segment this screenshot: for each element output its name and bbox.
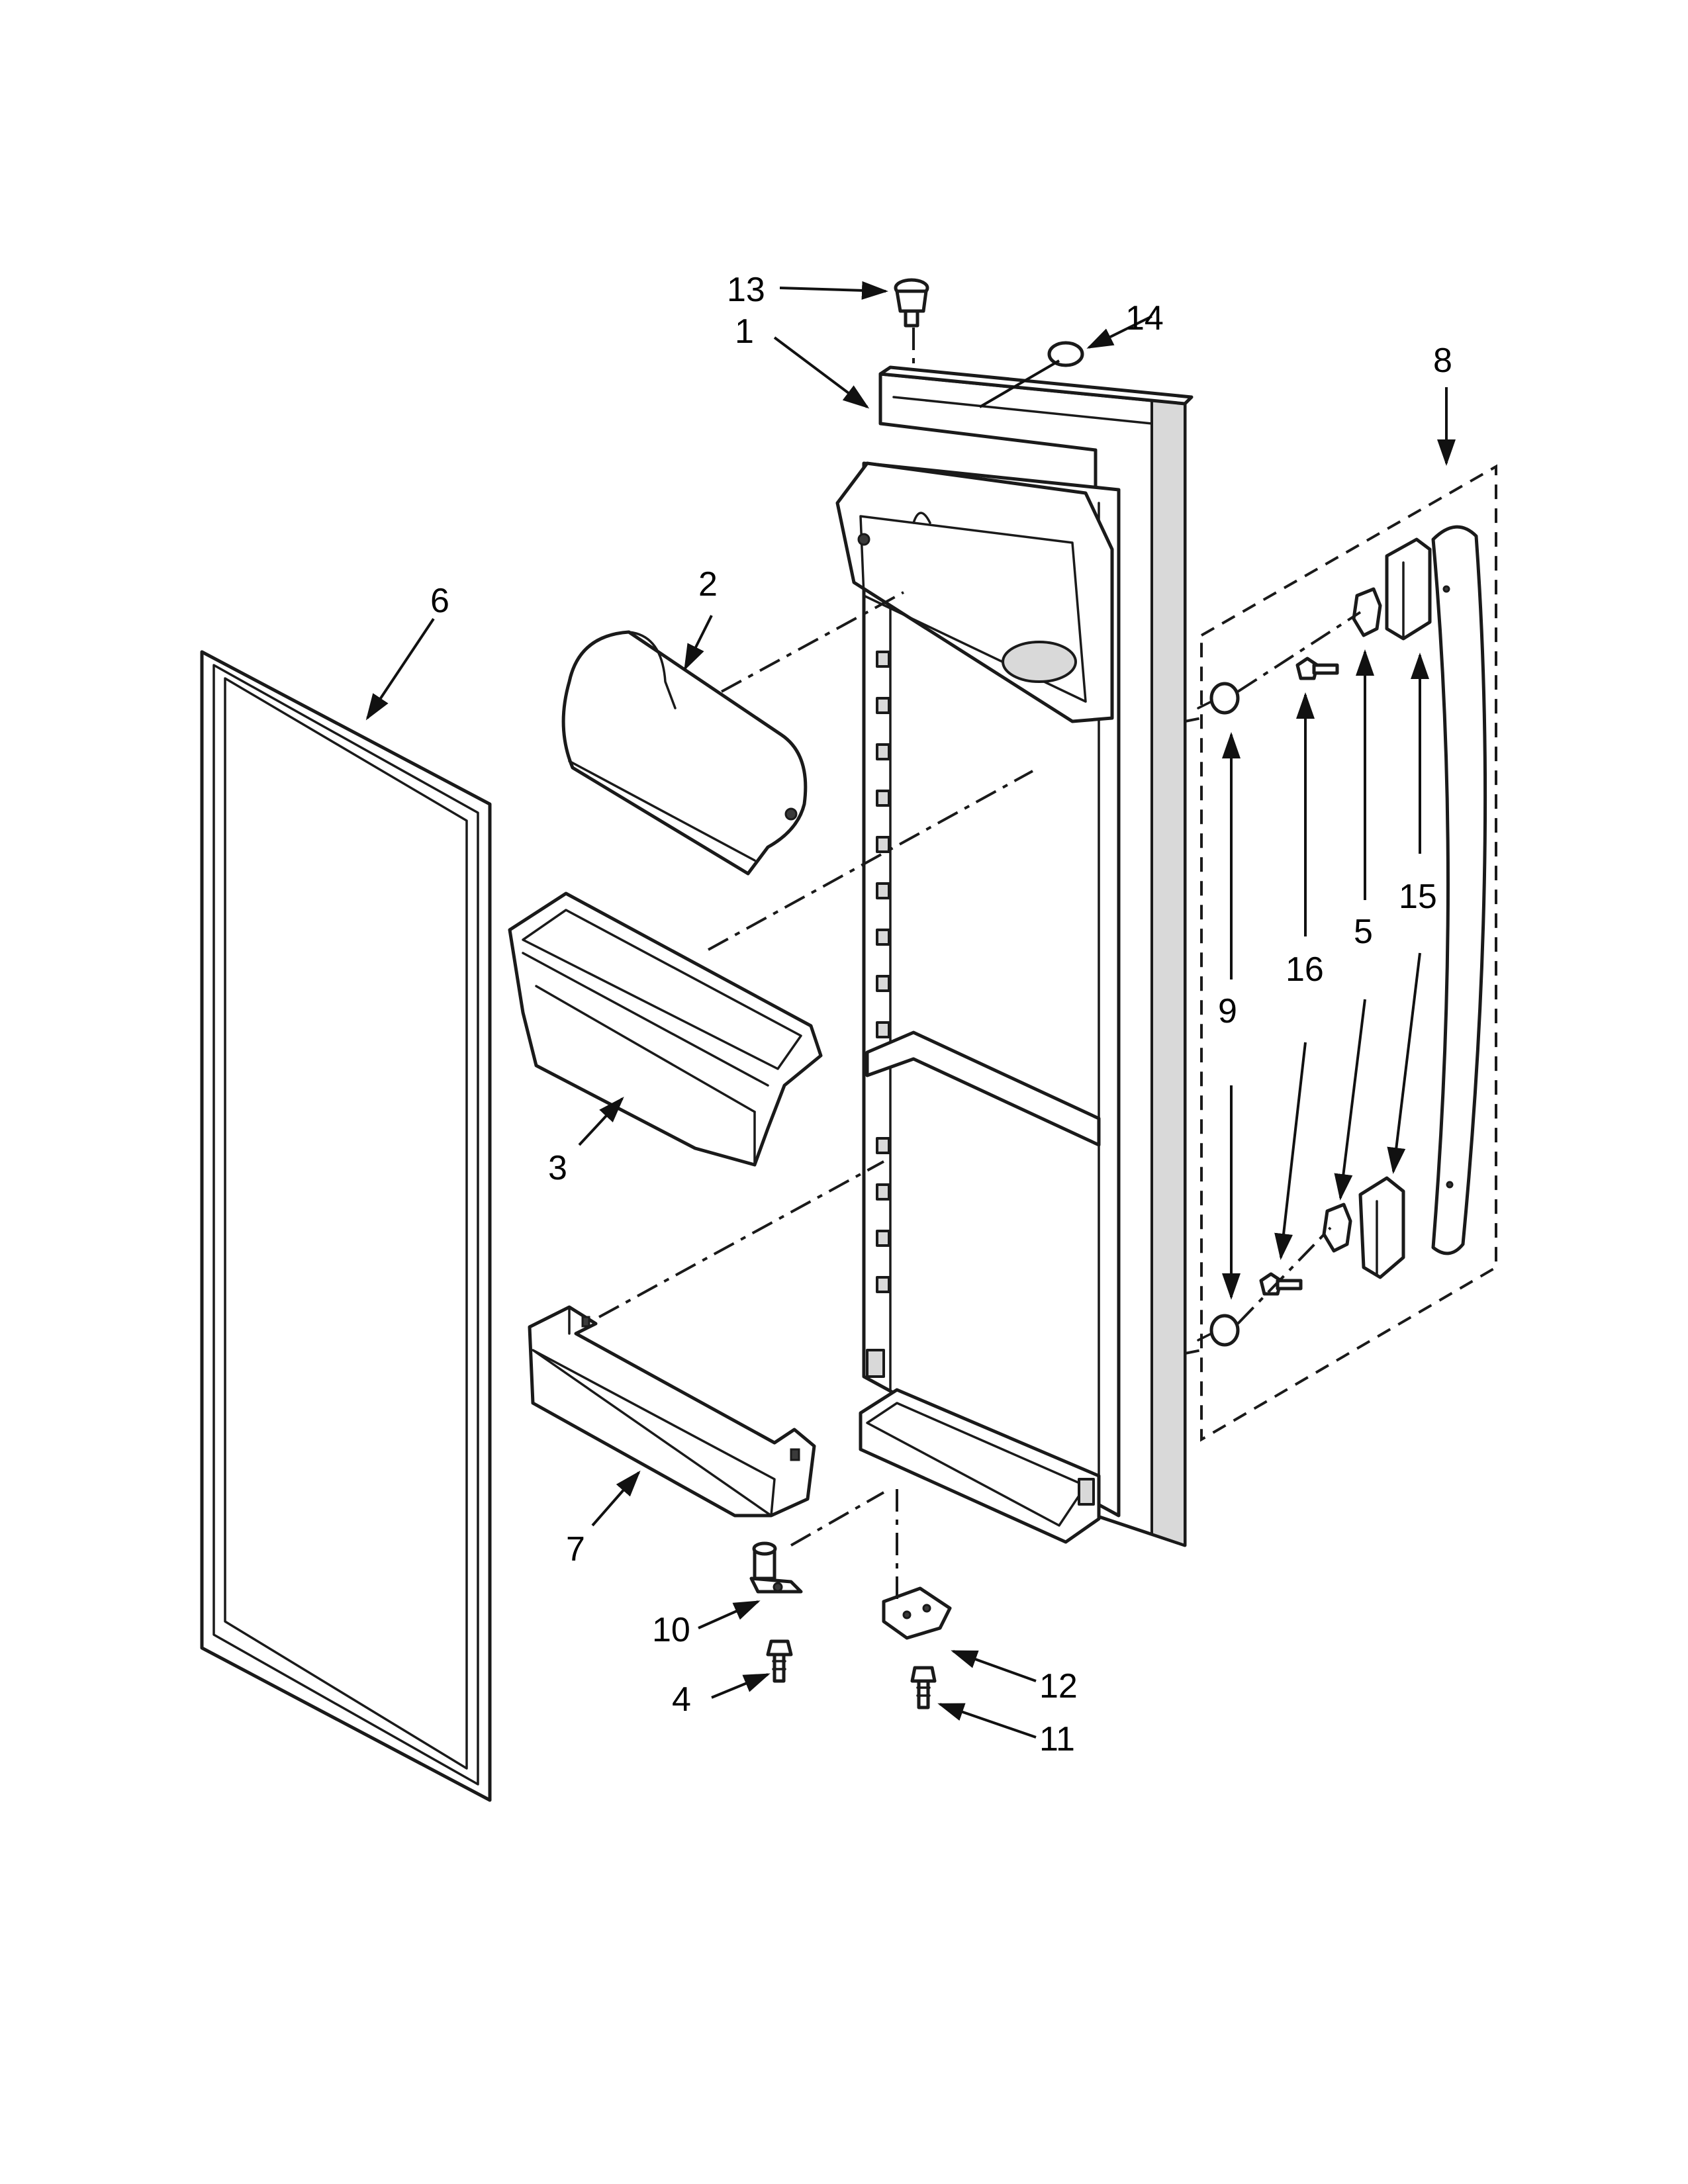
callout-labels: 13 14 1 8 2 6 15 5 16 9 3 7 10 12 4 11: [430, 271, 1452, 1758]
callout-11: 11: [1039, 1720, 1075, 1758]
handle-stud-part: [1197, 682, 1240, 1347]
bracket-plate-part: [882, 1586, 952, 1640]
hinge-screw-part: [766, 1639, 793, 1683]
lower-bin-part: [528, 1305, 816, 1518]
callout-15: 15: [1399, 878, 1437, 916]
callout-1: 1: [735, 312, 754, 351]
dispenser-cover-part: [561, 630, 808, 876]
callout-10: 10: [652, 1611, 690, 1649]
callout-6: 6: [430, 582, 449, 620]
callout-7: 7: [566, 1530, 585, 1569]
bracket-screw-part: [910, 1666, 937, 1709]
top-hinge-pin-part: [894, 278, 929, 328]
handle-assembly-box: [1184, 464, 1497, 1442]
handle-screw-part: [1259, 657, 1339, 1296]
washer-part: [1047, 341, 1084, 367]
callout-16: 16: [1286, 950, 1324, 989]
leader-arrows: [365, 281, 1456, 1739]
callout-12: 12: [1039, 1667, 1078, 1706]
callout-14: 14: [1125, 299, 1164, 338]
callout-13: 13: [727, 271, 765, 309]
handle-clip-part: [1322, 587, 1382, 1253]
door-gasket-part: [200, 650, 492, 1802]
callout-8: 8: [1433, 341, 1452, 380]
callout-5: 5: [1354, 913, 1373, 951]
callout-3: 3: [548, 1149, 567, 1187]
callout-2: 2: [698, 565, 718, 604]
callout-4: 4: [672, 1680, 691, 1719]
door-handle-part: [1358, 525, 1487, 1279]
door-bin-part: [508, 891, 823, 1167]
liner-pegs: [876, 651, 890, 1293]
door-liner-part: [835, 365, 1194, 1547]
callout-9: 9: [1218, 992, 1237, 1030]
assembly-guide-lines: [598, 328, 1362, 1602]
bottom-hinge-part: [749, 1541, 803, 1594]
